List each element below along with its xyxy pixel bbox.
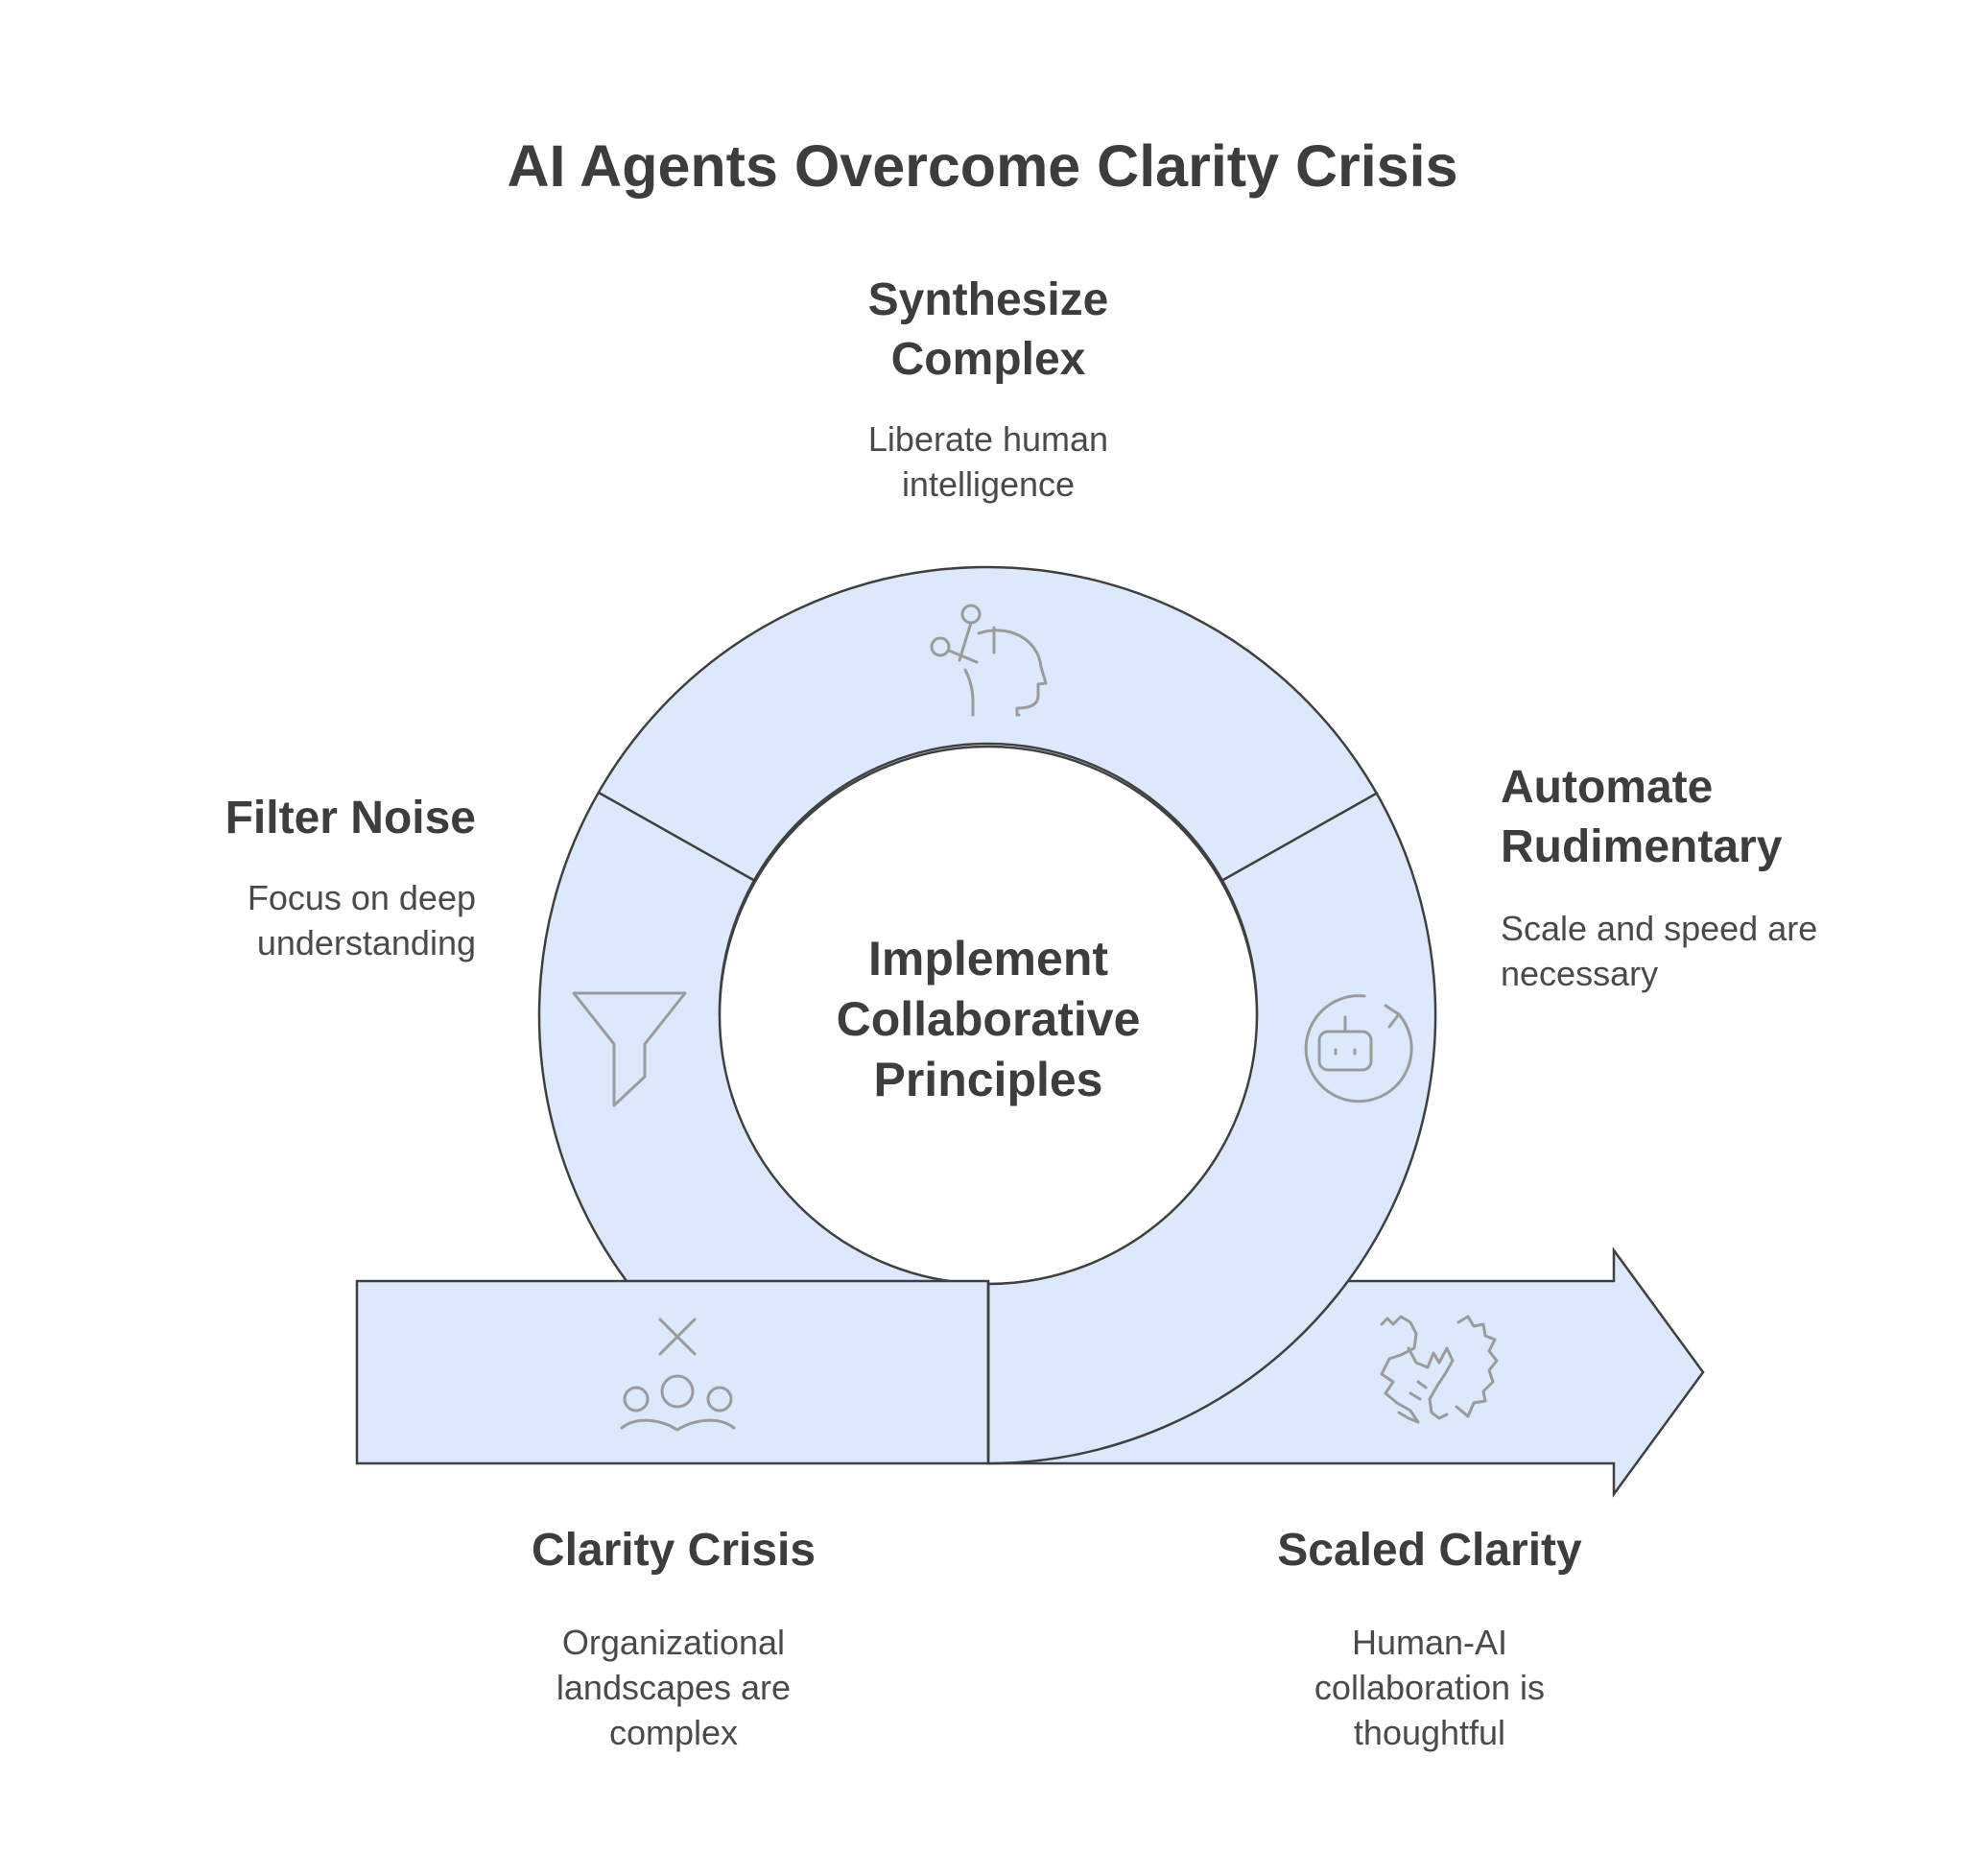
automate-title: Automate Rudimentary [1501,762,1783,872]
group-cross-icon [620,1318,736,1432]
center-label: Implement Collaborative Principles [836,932,1141,1106]
filter-title: Filter Noise [225,793,476,843]
synthesize-desc: Liberate human intelligence [867,419,1109,504]
handshake-icon [1380,1315,1499,1424]
crisis-title: Clarity Crisis [531,1525,817,1576]
ring-divider-right [1220,791,1379,883]
scaled-desc: Human-AI collaboration is thoughtful [1314,1623,1546,1752]
page-title: AI Agents Overcome Clarity Crisis [507,133,1458,199]
ring-segment [538,567,1435,1463]
funnel-icon [572,991,687,1107]
scaled-title: Scaled Clarity [1277,1525,1582,1576]
crisis-desc: Organizational landscapes are complex [556,1623,792,1752]
filter-desc: Focus on deep understanding [247,878,476,962]
ring-outline [537,565,1437,1465]
robot-refresh-icon [1304,994,1413,1104]
automate-desc: Scale and speed are necessary [1501,909,1818,993]
synthesize-title: Synthesize Complex [867,274,1109,385]
ring-divider-left [598,791,756,883]
head-network-icon [930,604,1048,717]
clarity-crisis-bar [355,1279,990,1465]
